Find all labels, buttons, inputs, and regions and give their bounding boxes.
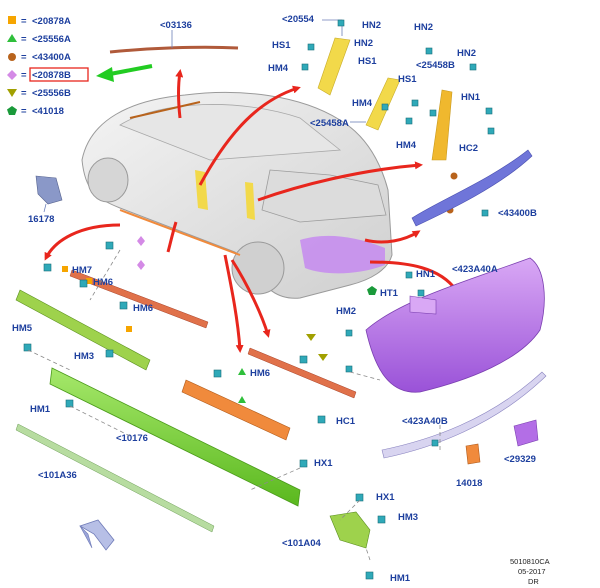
label-hm3-b[interactable]: HM3	[398, 512, 418, 523]
legend-eq: =	[21, 70, 27, 81]
car-c-pillar	[245, 182, 255, 220]
label-hm3-a[interactable]: HM3	[74, 351, 94, 362]
legend-triangle-icon	[7, 34, 17, 42]
label-hm7[interactable]: HM7	[72, 265, 92, 276]
legend: = = = = = = <20878A <25556A <43400A <208…	[7, 16, 89, 117]
legend-pentagon-icon	[7, 106, 17, 115]
label-hm1-a[interactable]: HM1	[30, 404, 51, 415]
car-roof-moulding	[129, 101, 201, 119]
legend-square-icon	[8, 16, 16, 24]
legend-down-triangle-icon	[7, 89, 17, 97]
sill-labels: HM7 HM6 HM6 HM6 HM5 HM3 HM1 HC1 <10176 <…	[12, 236, 441, 584]
label-hn2-b[interactable]: HN2	[414, 22, 433, 33]
label-03136[interactable]: <03136	[160, 20, 192, 31]
legend-circle-icon	[8, 53, 16, 61]
bumper-fasteners: HN1 HT1 HM2	[336, 269, 439, 447]
label-hc2[interactable]: HC2	[459, 143, 478, 154]
pillar-fasteners: HS1 HM4 HN2 HN2 HS1 HS1 HN2 HN2 HM4 HN1 …	[268, 19, 495, 214]
roof-moulding-part	[109, 45, 239, 54]
footer-date: 05-2017	[518, 567, 546, 576]
label-hn2-c[interactable]: HN2	[457, 48, 476, 59]
legend-eq: =	[21, 106, 27, 117]
legend-eq: =	[21, 16, 27, 27]
label-101a04[interactable]: <101A04	[282, 538, 322, 549]
footer-author: DR	[528, 577, 539, 586]
front-wheel-arch	[87, 157, 129, 203]
label-423a40a[interactable]: <423A40A	[452, 264, 498, 275]
legend-highlight-box	[29, 67, 89, 82]
label-hn1-a[interactable]: HN1	[461, 92, 481, 103]
part-29329-bracket	[513, 419, 539, 447]
label-hm4-a[interactable]: HM4	[268, 63, 289, 74]
label-hn2-a[interactable]: HN2	[354, 38, 373, 49]
direction-arrow-icon	[79, 519, 115, 551]
front-door-moulding-part	[69, 269, 209, 329]
legend-eq: =	[21, 34, 27, 45]
legend-label-20878a[interactable]: <20878A	[32, 16, 71, 27]
car-body	[81, 91, 393, 299]
label-43400b[interactable]: <43400B	[498, 208, 537, 219]
label-hn1-b[interactable]: HN1	[416, 269, 436, 280]
label-29329[interactable]: <29329	[504, 454, 536, 465]
label-hm6-b[interactable]: HM6	[133, 303, 153, 314]
label-ht1[interactable]: HT1	[380, 288, 399, 299]
label-hx1-b[interactable]: HX1	[376, 492, 395, 503]
rear-door-moulding-part	[247, 347, 357, 399]
label-101a36[interactable]: <101A36	[38, 470, 77, 481]
b-pillar-trim-part	[317, 37, 351, 96]
label-423a40b[interactable]: <423A40B	[402, 416, 448, 427]
callout-arrows	[44, 69, 458, 353]
label-20554[interactable]: <20554	[282, 14, 315, 25]
green-pointer-arrow	[109, 64, 153, 76]
orange-sill-strip-part	[181, 379, 291, 441]
bumper-mount-bracket	[409, 295, 437, 315]
legend-label-41018[interactable]: <41018	[32, 106, 64, 117]
rocker-panel-part	[49, 367, 301, 507]
label-hm5[interactable]: HM5	[12, 323, 33, 334]
label-hn2-top[interactable]: HN2	[362, 20, 381, 31]
lower-trim-strip-part	[15, 423, 215, 533]
car-rear-bumper	[300, 235, 385, 274]
label-14018[interactable]: 14018	[456, 478, 482, 489]
label-hs1-b[interactable]: HS1	[358, 56, 377, 67]
car-rear-glass	[261, 169, 387, 223]
legend-label-20878b[interactable]: <20878B	[32, 70, 71, 81]
car-b-pillar	[195, 170, 208, 210]
label-hm4-c[interactable]: HM4	[396, 140, 417, 151]
part-101a04-bracket	[329, 511, 371, 549]
label-hs1-c[interactable]: HS1	[398, 74, 417, 85]
part-14018-connector	[465, 443, 481, 465]
legend-label-43400a[interactable]: <43400A	[32, 52, 71, 63]
label-hm2[interactable]: HM2	[336, 306, 356, 317]
label-hm1-b[interactable]: HM1	[390, 573, 411, 584]
rear-rail-part	[411, 149, 533, 227]
legend-label-25556b[interactable]: <25556B	[32, 88, 71, 99]
label-hs1-a[interactable]: HS1	[272, 40, 291, 51]
rear-bumper-cover-part	[365, 257, 545, 393]
footer-code: 5010810CA	[510, 557, 550, 566]
green-arrow-head-icon	[96, 67, 114, 82]
label-hx1-a[interactable]: HX1	[314, 458, 333, 469]
d-pillar-trim-part	[431, 89, 453, 161]
label-hm4-b[interactable]: HM4	[352, 98, 373, 109]
bumper-lower-strip-part	[381, 371, 547, 459]
label-hm6-a[interactable]: HM6	[93, 277, 113, 288]
sill-upper-trim-part	[15, 289, 151, 371]
rear-wheel-arch	[231, 241, 285, 295]
legend-eq: =	[21, 52, 27, 63]
label-10176[interactable]: <10176	[116, 433, 148, 444]
legend-diamond-icon	[7, 70, 17, 80]
label-25458a[interactable]: <25458A	[310, 118, 349, 129]
label-hm6-c[interactable]: HM6	[250, 368, 270, 379]
ht1-pentagon-icon	[367, 286, 377, 295]
label-25458b[interactable]: <25458B	[416, 60, 455, 71]
car-sill-strip	[119, 209, 241, 256]
part-16178-bracket	[35, 175, 63, 205]
label-16178[interactable]: 16178	[28, 214, 54, 225]
legend-label-25556a[interactable]: <25556A	[32, 34, 71, 45]
label-hc1[interactable]: HC1	[336, 416, 356, 427]
legend-eq: =	[21, 88, 27, 99]
